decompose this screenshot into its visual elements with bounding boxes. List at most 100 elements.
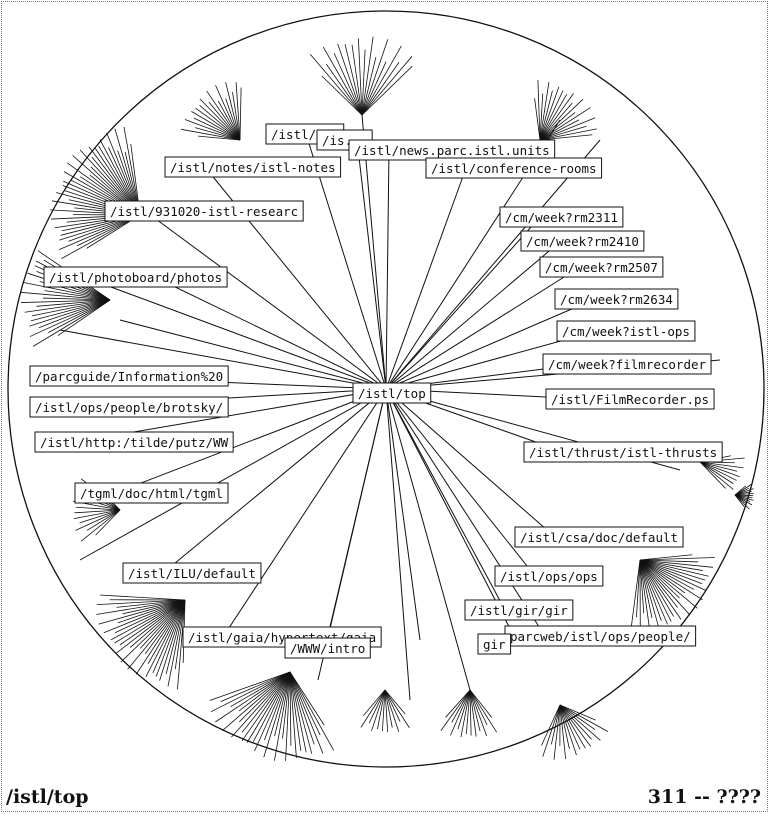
tree-edge	[385, 388, 471, 691]
node-label-box	[554, 288, 679, 310]
node-label[interactable]: /istl/931020-istl-researc	[104, 200, 304, 222]
node-label[interactable]: /istl/FilmRecorder.ps	[545, 388, 715, 410]
fan-top-right	[534, 80, 597, 141]
tree-edge	[385, 240, 562, 390]
tree-fans	[20, 36, 754, 761]
node-label-box	[494, 565, 604, 587]
node-label-text: /istl/news.parc.istl.units	[354, 143, 550, 158]
node-label[interactable]: /istl/ops/ops	[494, 565, 604, 587]
node-label[interactable]: /istl/http:/tilde/putz/WW	[34, 431, 234, 453]
status-node-count: 311 -- ????	[647, 786, 761, 808]
fan-right-lower	[630, 554, 715, 635]
node-label-text: /istl/gir/gir	[470, 603, 568, 618]
node-label[interactable]: /istl/gir/gir	[464, 599, 574, 621]
node-label-box	[523, 441, 723, 463]
tree-edge	[385, 298, 596, 390]
fan-top-left	[181, 82, 242, 141]
tree-edge	[385, 266, 581, 390]
status-current-path: /istl/top	[6, 786, 89, 808]
node-label[interactable]: parcweb/istl/ops/people/	[504, 625, 697, 647]
node-label[interactable]: /istl/top	[352, 382, 432, 404]
node-label-text: /cm/week?filmrecorder	[548, 357, 707, 372]
node-label-box	[464, 599, 574, 621]
node-label[interactable]: /cm/week?rm2507	[539, 256, 664, 278]
node-label-text: /istl/top	[358, 386, 426, 401]
node-label[interactable]: /cm/week?istl-ops	[556, 320, 696, 342]
node-label-text: /istl/ops/ops	[500, 569, 598, 584]
node-label-box	[284, 637, 371, 659]
node-label-box	[29, 365, 229, 387]
fan-bottom-left-2	[209, 671, 335, 761]
tree-edge	[385, 388, 506, 611]
node-label-text: /istl/ILU/default	[128, 566, 256, 581]
node-label-box	[542, 353, 712, 375]
tree-edge	[385, 149, 390, 390]
tree-edge	[356, 139, 387, 390]
node-label-box	[74, 482, 229, 504]
node-label[interactable]: /istl/thrust/istl-thrusts	[523, 441, 723, 463]
node-label-text: /cm/week?rm2410	[526, 234, 639, 249]
tree-edge	[114, 388, 387, 494]
node-label-text: /tgml/doc/html/tgml	[80, 486, 223, 501]
fan-right-edge	[734, 483, 754, 510]
node-label-box	[122, 562, 262, 584]
fan-bottom-2	[440, 689, 497, 738]
node-label-box	[43, 266, 228, 288]
node-label[interactable]: gir	[477, 633, 512, 655]
node-label-box	[104, 200, 304, 222]
fan-bottom-left	[96, 594, 186, 690]
tree-edge	[385, 139, 601, 390]
node-label[interactable]: /WWW/intro	[284, 637, 371, 659]
node-label-text: /istl/FilmRecorder.ps	[551, 392, 709, 407]
node-label-box	[425, 157, 603, 179]
node-label-text: /istl/ops/people/brotsky/	[35, 400, 223, 415]
node-label[interactable]: /istl/photoboard/photos	[43, 266, 228, 288]
node-label-box	[34, 431, 234, 453]
tree-edge	[361, 114, 387, 390]
tree-edge	[83, 276, 387, 390]
node-label[interactable]: /istl/ops/people/brotsky/	[29, 396, 229, 418]
node-label[interactable]: /tgml/doc/html/tgml	[74, 482, 229, 504]
tree-edge	[385, 388, 546, 637]
node-label-box	[499, 206, 624, 228]
node-label-text: /cm/week?rm2507	[545, 260, 658, 275]
node-label[interactable]: /istl/news.parc.istl.units	[348, 139, 556, 161]
node-label-box	[164, 156, 342, 178]
node-label-text: /istl/conference-rooms	[431, 161, 597, 176]
node-label-text: /parcguide/Information%20	[35, 369, 223, 384]
tree-edge	[139, 269, 387, 390]
tree-edge	[162, 388, 387, 574]
node-label[interactable]: /cm/week?rm2410	[520, 230, 645, 252]
node-label[interactable]: /istl/ILU/default	[122, 562, 262, 584]
tree-edge	[385, 388, 536, 577]
fan-top	[309, 36, 413, 116]
node-label-box	[29, 396, 229, 418]
node-label-text: /istl/thrust/istl-thrusts	[529, 445, 717, 460]
node-label[interactable]: /cm/week?rm2311	[499, 206, 624, 228]
node-label[interactable]: /istl/notes/istl-notes	[164, 156, 342, 178]
node-label[interactable]: /cm/week?rm2634	[554, 288, 679, 310]
tree-edge	[385, 216, 541, 390]
node-label[interactable]: /cm/week?filmrecorder	[542, 353, 712, 375]
node-label-text: /istl/csa/doc/default	[520, 530, 678, 545]
fan-left-mid	[20, 250, 111, 347]
node-label[interactable]: /istl/conference-rooms	[425, 157, 603, 179]
tree-edge	[79, 388, 387, 561]
node-label-text: gir	[483, 637, 506, 652]
tree-edge	[385, 388, 421, 641]
tree-edge	[119, 319, 387, 390]
node-label-box	[539, 256, 664, 278]
node-label-text: /istl/notes/istl-notes	[170, 160, 336, 175]
node-label[interactable]: /parcguide/Information%20	[29, 365, 229, 387]
node-label-text: /cm/week?rm2634	[560, 292, 673, 307]
node-label-text: parcweb/istl/ops/people/	[510, 629, 691, 644]
node-label-text: /istl/http:/tilde/putz/WW	[40, 435, 229, 450]
node-label-text: /WWW/intro	[290, 641, 365, 656]
node-label-box	[477, 633, 512, 655]
node-label[interactable]: /istl/csa/doc/default	[514, 526, 684, 548]
tree-edge	[222, 388, 387, 638]
node-label-box	[545, 388, 715, 410]
node-label-text: /cm/week?rm2311	[505, 210, 618, 225]
node-label-text: /istl/931020-istl-researc	[110, 204, 298, 219]
